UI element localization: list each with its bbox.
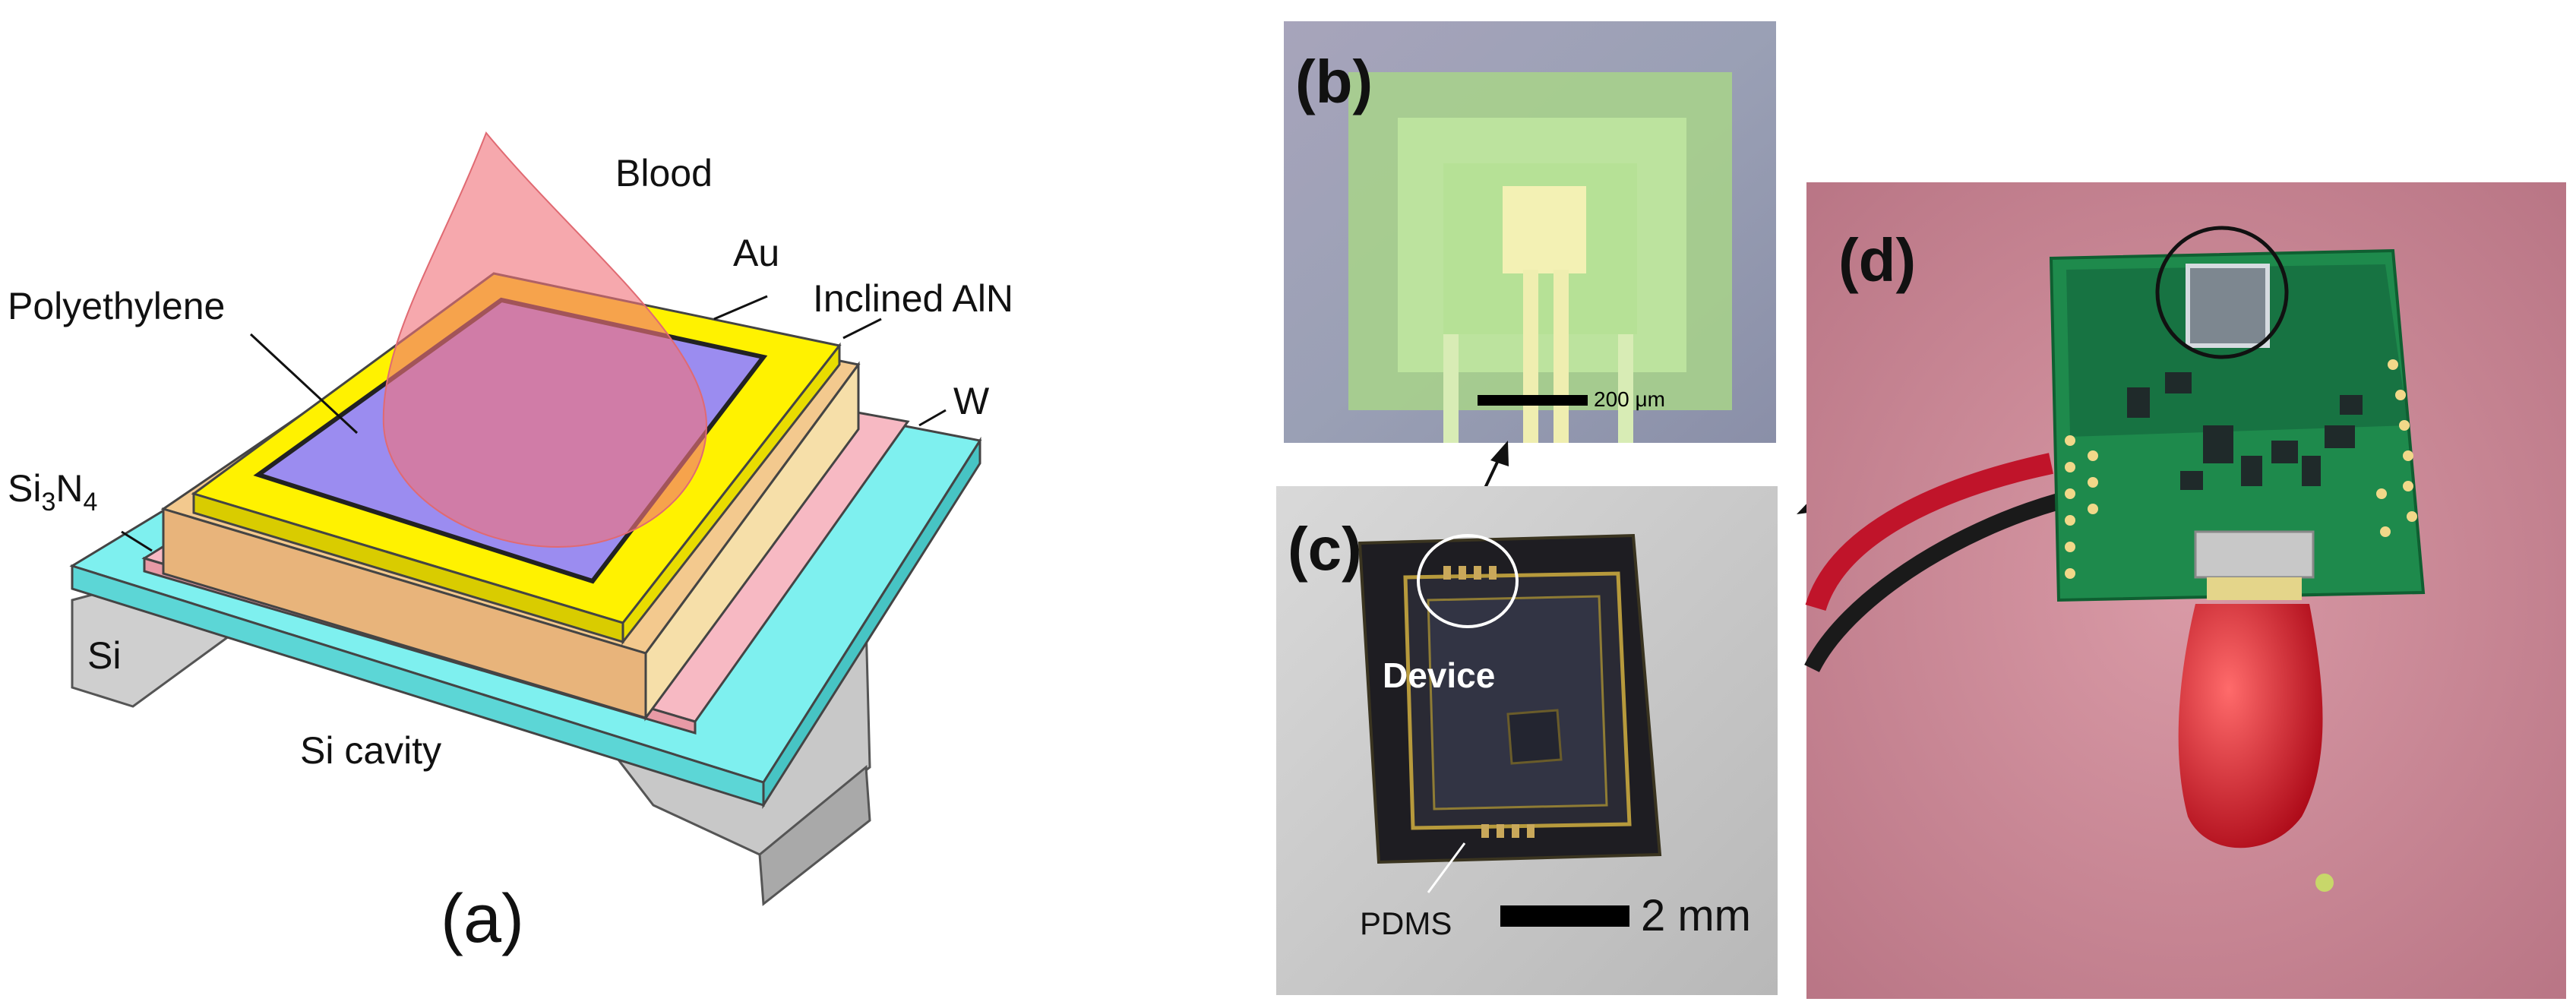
leader-lines xyxy=(121,295,947,552)
blood-droplet xyxy=(382,131,708,548)
label-si-cavity: Si cavity xyxy=(300,729,441,772)
panel-a-caption: (a) xyxy=(441,881,524,957)
pcb-pads xyxy=(2065,359,2417,579)
panel-d-label: (d) xyxy=(1838,226,1916,294)
panel-d-photo: (d) xyxy=(1804,182,2566,999)
bond-pads-top xyxy=(1443,566,1497,580)
lead-3 xyxy=(1443,334,1459,443)
panel-b-label: (b) xyxy=(1295,48,1373,115)
label-w: W xyxy=(953,380,990,422)
connector-base xyxy=(2194,530,2315,579)
device-label: Device xyxy=(1383,656,1495,695)
black-cable xyxy=(1804,493,2062,673)
lead-1 xyxy=(1523,270,1538,443)
sensor-package xyxy=(2186,264,2270,348)
pdms-label: PDMS xyxy=(1360,905,1452,941)
panel-c-scale-text: 2 mm xyxy=(1641,891,1751,940)
bond-pads-bottom xyxy=(1481,824,1535,838)
label-si3n4: Si3N4 xyxy=(8,467,97,517)
top-pad xyxy=(1503,186,1586,273)
red-cap xyxy=(2178,604,2323,848)
pdms-leader xyxy=(1427,842,1466,893)
device-membrane xyxy=(1427,595,1608,811)
red-cable xyxy=(1805,453,2053,611)
label-inclined-aln: Inclined AlN xyxy=(813,277,1013,320)
panel-a-schematic: Blood Au Polyethylene Inclined AlN W Si3… xyxy=(8,131,1013,957)
panel-c-scale-bar xyxy=(1500,905,1629,927)
panel-c-photo: (c) Device PDMS 2 mm xyxy=(1276,486,1778,995)
label-polyethylene: Polyethylene xyxy=(8,285,225,327)
pcb-components xyxy=(2127,372,2363,490)
highlight-circle-d xyxy=(2155,226,2289,359)
highlight-circle xyxy=(1417,534,1519,628)
panel-b-scale-text: 200 μm xyxy=(1594,387,1665,411)
label-au: Au xyxy=(733,232,779,274)
label-si: Si xyxy=(87,634,121,677)
panel-b-micrograph: (b) 200 μm xyxy=(1284,21,1776,443)
lead-2 xyxy=(1554,270,1569,443)
label-blood: Blood xyxy=(615,152,713,194)
panel-b-scale-bar xyxy=(1478,395,1588,406)
lead-4 xyxy=(1618,334,1633,443)
panel-c-label: (c) xyxy=(1288,515,1362,583)
